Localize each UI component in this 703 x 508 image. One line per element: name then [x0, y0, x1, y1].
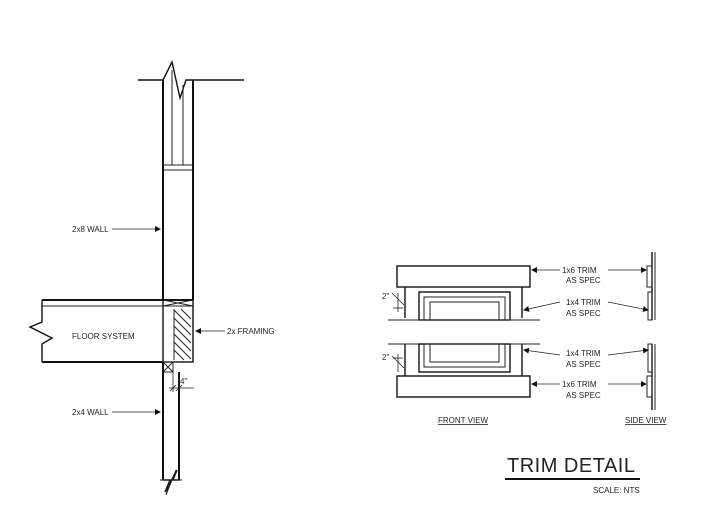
- callout-text: AS SPEC: [566, 391, 601, 400]
- callout-leader: [607, 347, 649, 356]
- side-view: SIDE VIEW: [625, 252, 667, 425]
- side-1x6-top: [646, 265, 653, 288]
- top-1x4-inner: [423, 296, 506, 321]
- sill-plate: [162, 361, 174, 373]
- floor-system-label: FLOOR SYSTEM: [72, 332, 135, 341]
- bottom-opening: [429, 343, 500, 363]
- lower-wall-break-line: [163, 469, 179, 493]
- callout-text: AS SPEC: [566, 360, 601, 369]
- top-1x4-trim: [418, 291, 511, 321]
- rim-framing-block: [162, 299, 194, 363]
- top-dim-label: 2": [382, 292, 389, 301]
- scale-note: SCALE: NTS: [593, 486, 640, 495]
- front-view: 2" 2" FRONT VIEW: [382, 265, 540, 425]
- dim-tick: [169, 384, 177, 392]
- callout-leader: [523, 347, 561, 356]
- side-view-caption: SIDE VIEW: [625, 416, 667, 425]
- framing-label: 2x FRAMING: [227, 327, 275, 336]
- callout-text: AS SPEC: [566, 309, 601, 318]
- drawing-title: TRIM DETAIL: [507, 455, 635, 477]
- title-block: TRIM DETAIL SCALE: NTS: [505, 455, 640, 495]
- front-view-caption: FRONT VIEW: [438, 416, 489, 425]
- top-opening: [429, 301, 500, 321]
- callout-text: 1x6 TRIM: [562, 266, 597, 275]
- callout-leader: [607, 301, 649, 312]
- framing-hatch: [173, 308, 192, 361]
- plate-cross: [162, 299, 194, 307]
- lower-wall-label: 2x4 WALL: [72, 408, 109, 417]
- callout-text: 1x6 TRIM: [562, 380, 597, 389]
- lower-wall-bottom-line: [160, 469, 182, 496]
- side-1x4-bottom: [647, 343, 653, 373]
- dim-tick: [175, 384, 183, 392]
- trim-callouts: 1x6 TRIM AS SPEC 1x4 TRIM AS SPEC 1x4 TR…: [523, 266, 649, 400]
- bottom-dim-label: 2": [382, 353, 389, 362]
- callout-text: AS SPEC: [566, 276, 601, 285]
- dimension-label: 4": [180, 377, 187, 386]
- callout-leader: [523, 301, 561, 312]
- bottom-1x4-trim: [418, 343, 511, 373]
- upper-wall-break-line: [138, 59, 244, 101]
- upper-wall-label: 2x8 WALL: [72, 225, 109, 234]
- top-1x6-trim: [396, 265, 531, 288]
- side-1x6-bottom: [646, 375, 653, 398]
- wall-section: 2x8 WALL FLOOR SYSTEM 2x FRAMING 4" 2x4 …: [28, 59, 275, 496]
- callout-text: 1x4 TRIM: [566, 349, 601, 358]
- side-1x4-top: [647, 291, 653, 321]
- floor-break-line: [28, 300, 54, 362]
- callout-text: 1x4 TRIM: [566, 298, 601, 307]
- bottom-1x6-trim: [396, 375, 531, 398]
- bottom-1x4-inner: [423, 343, 506, 368]
